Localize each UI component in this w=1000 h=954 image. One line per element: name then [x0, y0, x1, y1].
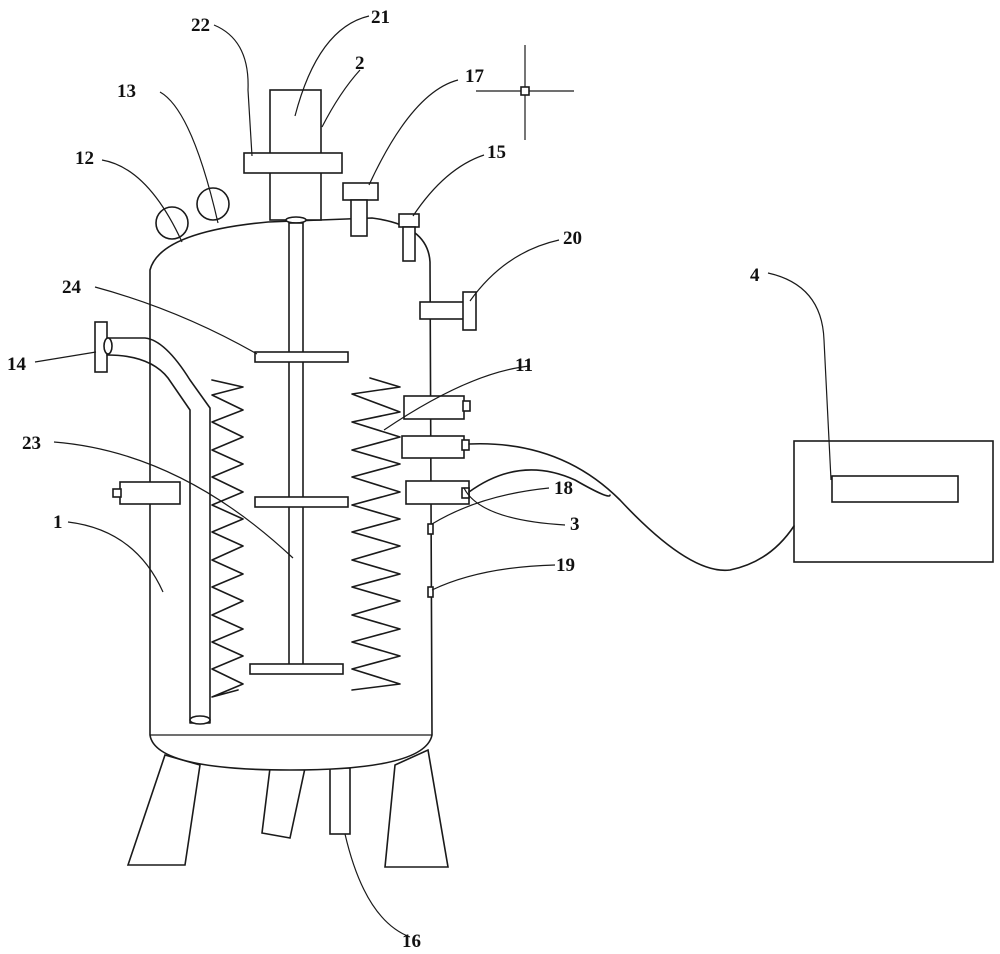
fitting-17-stem [350, 199, 368, 237]
leader-4 [767, 272, 832, 481]
leader-17 [368, 79, 459, 186]
port-19 [427, 586, 434, 598]
fitting-15-stem [402, 226, 416, 262]
leader-23 [53, 441, 294, 559]
left-sensor-tip [112, 488, 122, 498]
leader-2 [321, 69, 361, 128]
heating-coil-right [351, 377, 401, 691]
leader-12 [101, 159, 183, 243]
sensor-upper-tip [462, 400, 471, 412]
leg-mid-left [261, 767, 306, 839]
leader-19 [431, 564, 556, 591]
fitting-15-cap [398, 213, 420, 228]
shaft-seal [285, 216, 307, 224]
side-valve-20-handle [462, 291, 477, 331]
left-sensor [119, 481, 181, 505]
sensor-middle [401, 435, 465, 459]
label-2: 2 [355, 53, 365, 74]
crosshair-icon [476, 45, 574, 140]
label-22: 22 [191, 15, 210, 36]
leader-15 [412, 154, 485, 217]
label-24: 24 [62, 277, 82, 298]
leg-right [384, 748, 449, 868]
label-17: 17 [465, 66, 485, 87]
motor-flange [243, 152, 343, 174]
label-19: 19 [556, 555, 575, 576]
label-1: 1 [53, 512, 63, 533]
leader-24 [94, 286, 258, 355]
label-4: 4 [750, 265, 760, 286]
leader-20 [469, 239, 560, 302]
leader-18 [431, 487, 550, 525]
sensor-lower-tip [461, 487, 470, 499]
leader-3 [463, 487, 566, 526]
leader-1 [67, 521, 164, 593]
label-15: 15 [487, 142, 506, 163]
label-14: 14 [7, 354, 27, 375]
leader-13 [159, 91, 219, 224]
leader-14 [34, 351, 97, 363]
cable-to-controller [468, 442, 795, 572]
controller-display [831, 475, 959, 503]
feed-pipe-14-mouth [189, 715, 211, 725]
cable-lower-sensor [468, 469, 611, 497]
label-18: 18 [554, 478, 573, 499]
feed-pipe-14-flange [103, 337, 113, 355]
discharge-pipe [329, 767, 351, 835]
sensor-middle-tip [461, 439, 470, 451]
callout-labels: 22 21 2 17 13 15 12 20 4 24 14 11 23 18 … [7, 7, 760, 952]
stirring-shaft [288, 222, 304, 674]
label-3: 3 [570, 514, 580, 535]
fitting-17-cap [342, 182, 379, 201]
label-20: 20 [563, 228, 582, 249]
label-13: 13 [117, 81, 136, 102]
feed-pipe-14 [106, 337, 211, 724]
sensor-lower [405, 480, 470, 505]
support-legs [126, 748, 449, 868]
leg-left [126, 754, 201, 866]
label-12: 12 [75, 148, 94, 169]
leader-22 [213, 24, 253, 157]
side-valve-20-body [419, 301, 466, 320]
port-18 [427, 523, 434, 535]
leader-16 [344, 833, 411, 938]
blade-bottom [249, 663, 344, 675]
leader-lines [34, 15, 832, 938]
leader-11 [383, 365, 531, 431]
blade-top [254, 351, 349, 363]
label-16: 16 [402, 931, 421, 952]
label-21: 21 [371, 7, 390, 28]
heating-coil-left [211, 379, 244, 698]
label-23: 23 [22, 433, 41, 454]
label-11: 11 [515, 355, 533, 376]
blade-middle [254, 496, 349, 508]
leader-21 [294, 15, 370, 117]
